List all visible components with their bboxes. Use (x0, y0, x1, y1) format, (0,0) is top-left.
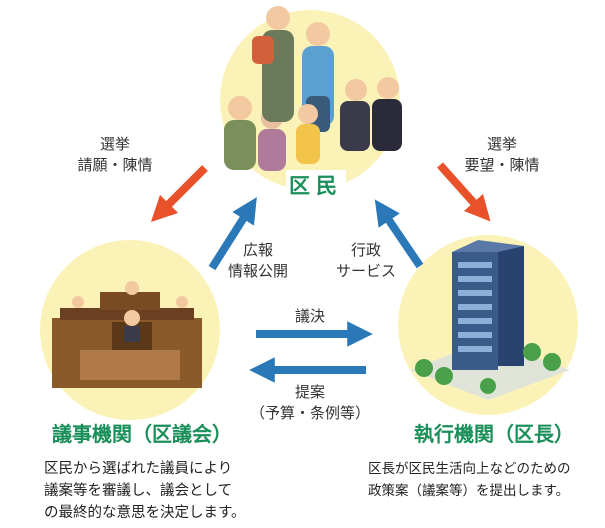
label-line: 選挙 (99, 135, 130, 153)
assembly-node (40, 240, 220, 420)
label-executive-to-citizens: 行政 サービス (326, 240, 406, 282)
label-executive-to-assembly: 提案 （予算・条例等） (240, 382, 380, 424)
assembly-title: 議事機関（区議会） (52, 422, 232, 446)
label-citizens-to-assembly: 選挙 請願・陳情 (70, 134, 160, 176)
label-line: サービス (335, 262, 396, 280)
description-line: 議案等を審議し、議会として (44, 483, 233, 499)
description-line: 政策案（議案等）を提出します。 (368, 483, 570, 499)
arrow-citizens-to-executive (437, 162, 491, 222)
label-citizens-to-executive: 選挙 要望・陳情 (452, 134, 552, 176)
assembly-description: 区民から選ばれた議員により 議案等を審議し、議会として の最終的な意思を決定しま… (44, 458, 246, 524)
label-line: 提案 (294, 383, 325, 401)
executive-description: 区長が区民生活向上などのための 政策案（議案等）を提出します。 (368, 458, 571, 502)
label-line: 請願・陳情 (77, 156, 153, 174)
description-line: の最終的な意思を決定します。 (44, 505, 246, 521)
assembly-illustration (52, 281, 202, 388)
label-line: （予算・条例等） (249, 404, 370, 422)
citizens-title: 区民 (286, 170, 346, 200)
label-line: 広報 (242, 241, 273, 259)
citizens-node (220, 6, 402, 190)
arrow-assembly-to-citizens (208, 197, 257, 271)
arrow-executive-to-citizens (374, 199, 424, 269)
description-line: 区長が区民生活向上などのための (368, 461, 571, 477)
label-line: 情報公開 (227, 262, 288, 280)
citizens-illustration (224, 6, 402, 171)
label-line: 選挙 (486, 135, 517, 153)
executive-illustration (410, 240, 570, 400)
label-line: 行政 (350, 241, 381, 259)
label-line: 議決 (294, 307, 325, 325)
executive-title: 執行機関（区長） (414, 422, 574, 446)
label-assembly-to-executive: 議決 (280, 306, 340, 327)
label-assembly-to-citizens: 広報 情報公開 (218, 240, 298, 282)
executive-node (398, 235, 578, 415)
label-line: 要望・陳情 (464, 156, 540, 174)
description-line: 区民から選ばれた議員により (44, 461, 233, 477)
arrow-citizens-to-assembly (150, 165, 208, 223)
